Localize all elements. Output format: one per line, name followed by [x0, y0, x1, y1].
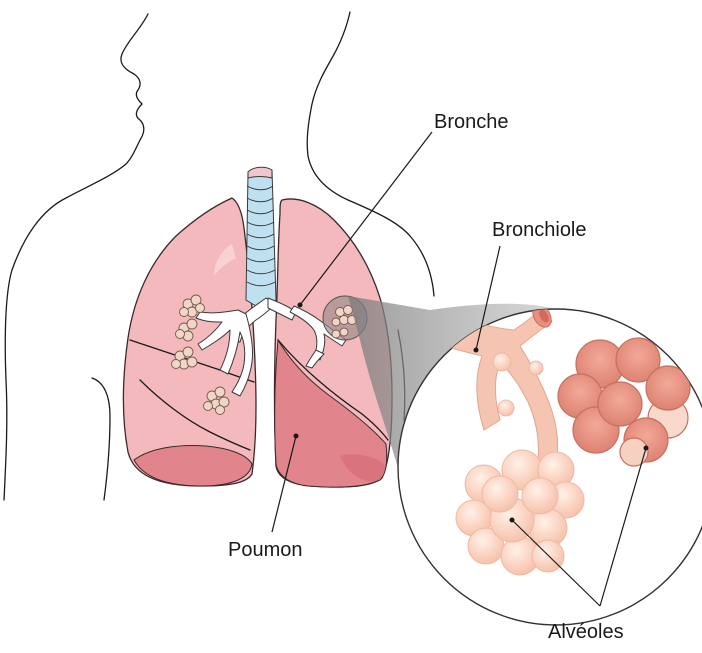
- label-bronche: Bronche: [434, 111, 509, 133]
- poumon-leader-dot: [294, 434, 299, 439]
- bronchiole-leader-dot: [474, 348, 479, 353]
- label-bronchiole: Bronchiole: [492, 219, 587, 241]
- alveoles-leader-dot-2: [644, 446, 649, 451]
- shoulder-line: [92, 378, 110, 500]
- bronche-leader-dot: [298, 303, 303, 308]
- label-alveoles: Alvéoles: [548, 621, 624, 643]
- alveolar-bud: [493, 353, 511, 371]
- alveoles-leader-dot-1: [510, 518, 515, 523]
- alveolar-bud: [498, 400, 514, 416]
- right-lung-lower-lobe: [134, 446, 252, 486]
- larynx-top: [248, 167, 272, 178]
- alveolar-bud: [529, 361, 543, 375]
- label-poumon: Poumon: [228, 539, 303, 561]
